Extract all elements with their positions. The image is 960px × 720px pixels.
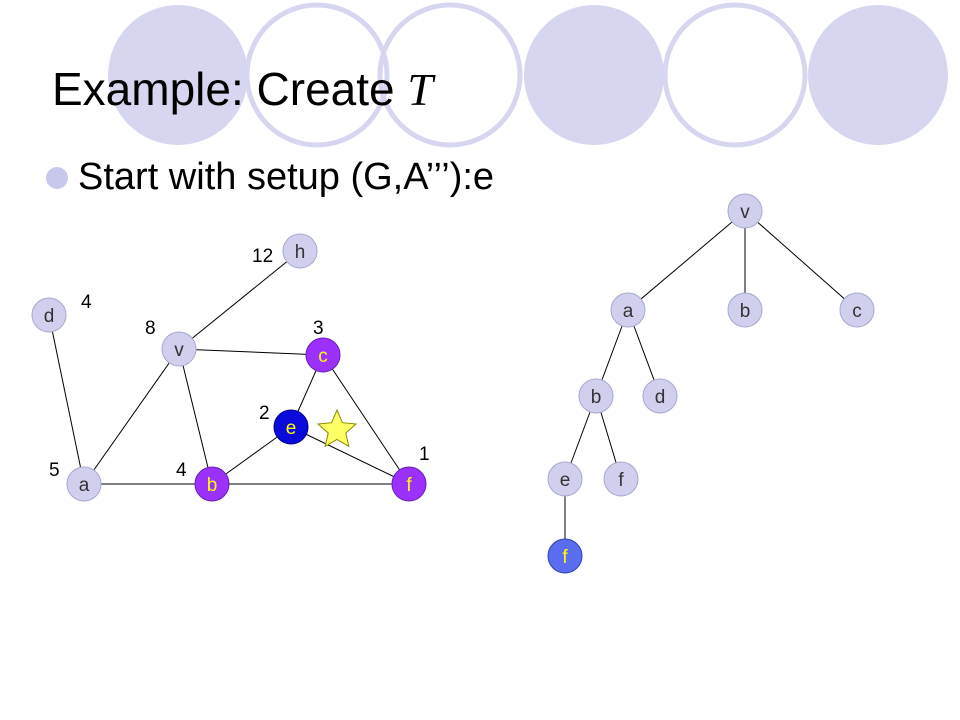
tree-node-circle-a [610, 292, 646, 328]
tree-edge-v-a [627, 210, 746, 311]
graph-edge-e-f [290, 426, 410, 485]
graph-edge-v-a [83, 348, 180, 485]
tree-node-d: d [642, 378, 678, 414]
tree-edge-v-c [744, 210, 858, 311]
tree-nodes: v a b c b d e f f [547, 193, 875, 574]
tree-node-circle-f1 [603, 461, 639, 497]
weight-label-da: 4 [81, 292, 92, 313]
graph-node-label-v: v [174, 340, 184, 361]
tree-node-label-d: d [655, 387, 666, 408]
weight-label-va: 8 [145, 318, 156, 339]
graph-node-circle-h [282, 233, 318, 269]
tree-edges [564, 210, 858, 556]
graph-node-circle-a [66, 466, 102, 502]
graph-node-label-a: a [79, 475, 90, 496]
page-title: Example: Create T [52, 62, 433, 116]
tree-node-b2: b [578, 378, 614, 414]
bullet-item: Start with setup (G,A’’’):e [46, 156, 494, 199]
graph-node-circle-b [194, 466, 230, 502]
tree-node-f2: f [547, 538, 583, 574]
tree-node-circle-v [727, 193, 763, 229]
graph-node-circle-c [305, 337, 341, 373]
tree-node-circle-c [839, 292, 875, 328]
tree-node-label-a: a [623, 301, 634, 322]
graph-edge-v-c [178, 348, 324, 356]
graph-node-circle-d [31, 297, 67, 333]
tree-node-label-f2: f [562, 547, 568, 568]
tree-node-c: c [839, 292, 875, 328]
deco-circle-4 [524, 5, 664, 145]
graph-node-d: d [31, 297, 67, 333]
bullet-dot-icon [46, 166, 68, 189]
graph-node-label-d: d [44, 306, 55, 327]
graph-node-circle-e [273, 409, 309, 445]
graph-node-label-b: b [207, 475, 218, 496]
weight-label-vc: 3 [313, 318, 324, 339]
tree-node-v: v [727, 193, 763, 229]
graph-nodes: h d v c e a b f [31, 233, 427, 502]
weight-label-ab: 5 [49, 460, 60, 481]
graph-node-circle-f [391, 466, 427, 502]
tree-node-label-b1: b [740, 301, 751, 322]
tree-node-circle-e [547, 461, 583, 497]
graph-node-a: a [66, 466, 102, 502]
weight-label-cf: 1 [419, 444, 430, 465]
graph-node-label-e: e [286, 418, 297, 439]
graph-node-label-c: c [318, 346, 328, 367]
deco-circle-2 [244, 2, 390, 148]
graph-edge-d-a [48, 314, 85, 485]
deco-circle-3 [377, 2, 523, 148]
weight-label-ce: 2 [259, 403, 270, 424]
deco-circle-1 [108, 5, 248, 145]
tree-node-label-c: c [852, 301, 862, 322]
weight-label-vh: 12 [252, 246, 273, 267]
graph-edge-v-b [178, 348, 213, 485]
title-symbol: T [407, 64, 433, 115]
bullet-text: Start with setup (G,A’’’):e [78, 156, 495, 198]
tree-node-circle-f2 [547, 538, 583, 574]
tree-node-a: a [610, 292, 646, 328]
graph-node-c: c [305, 337, 341, 373]
title-prefix: Example: Create [52, 63, 408, 115]
graph-node-e: e [273, 409, 309, 445]
tree-node-label-v: v [740, 202, 750, 223]
graph-edge-c-f [322, 354, 410, 485]
graph-node-b: b [194, 466, 230, 502]
tree-node-e: e [547, 461, 583, 497]
star-icon [316, 408, 358, 448]
graph-edge-v-h [178, 250, 301, 350]
graph-node-h: h [282, 233, 318, 269]
deco-circle-6 [808, 5, 948, 145]
tree-node-circle-b2 [578, 378, 614, 414]
deco-circle-5 [662, 2, 808, 148]
tree-node-circle-b1 [727, 292, 763, 328]
weight-label-vb: 4 [176, 460, 187, 481]
tree-node-label-b2: b [591, 387, 602, 408]
tree-node-label-f1: f [618, 470, 624, 491]
graph-edges [48, 250, 410, 485]
tree-node-circle-d [642, 378, 678, 414]
tree-node-f1: f [603, 461, 639, 497]
tree-node-b1: b [727, 292, 763, 328]
tree-node-label-e: e [560, 470, 571, 491]
graph-node-v: v [161, 331, 197, 367]
graph-node-circle-v [161, 331, 197, 367]
graph-node-label-h: h [295, 242, 306, 263]
graph-node-f: f [391, 466, 427, 502]
graph-node-label-f: f [406, 475, 412, 496]
